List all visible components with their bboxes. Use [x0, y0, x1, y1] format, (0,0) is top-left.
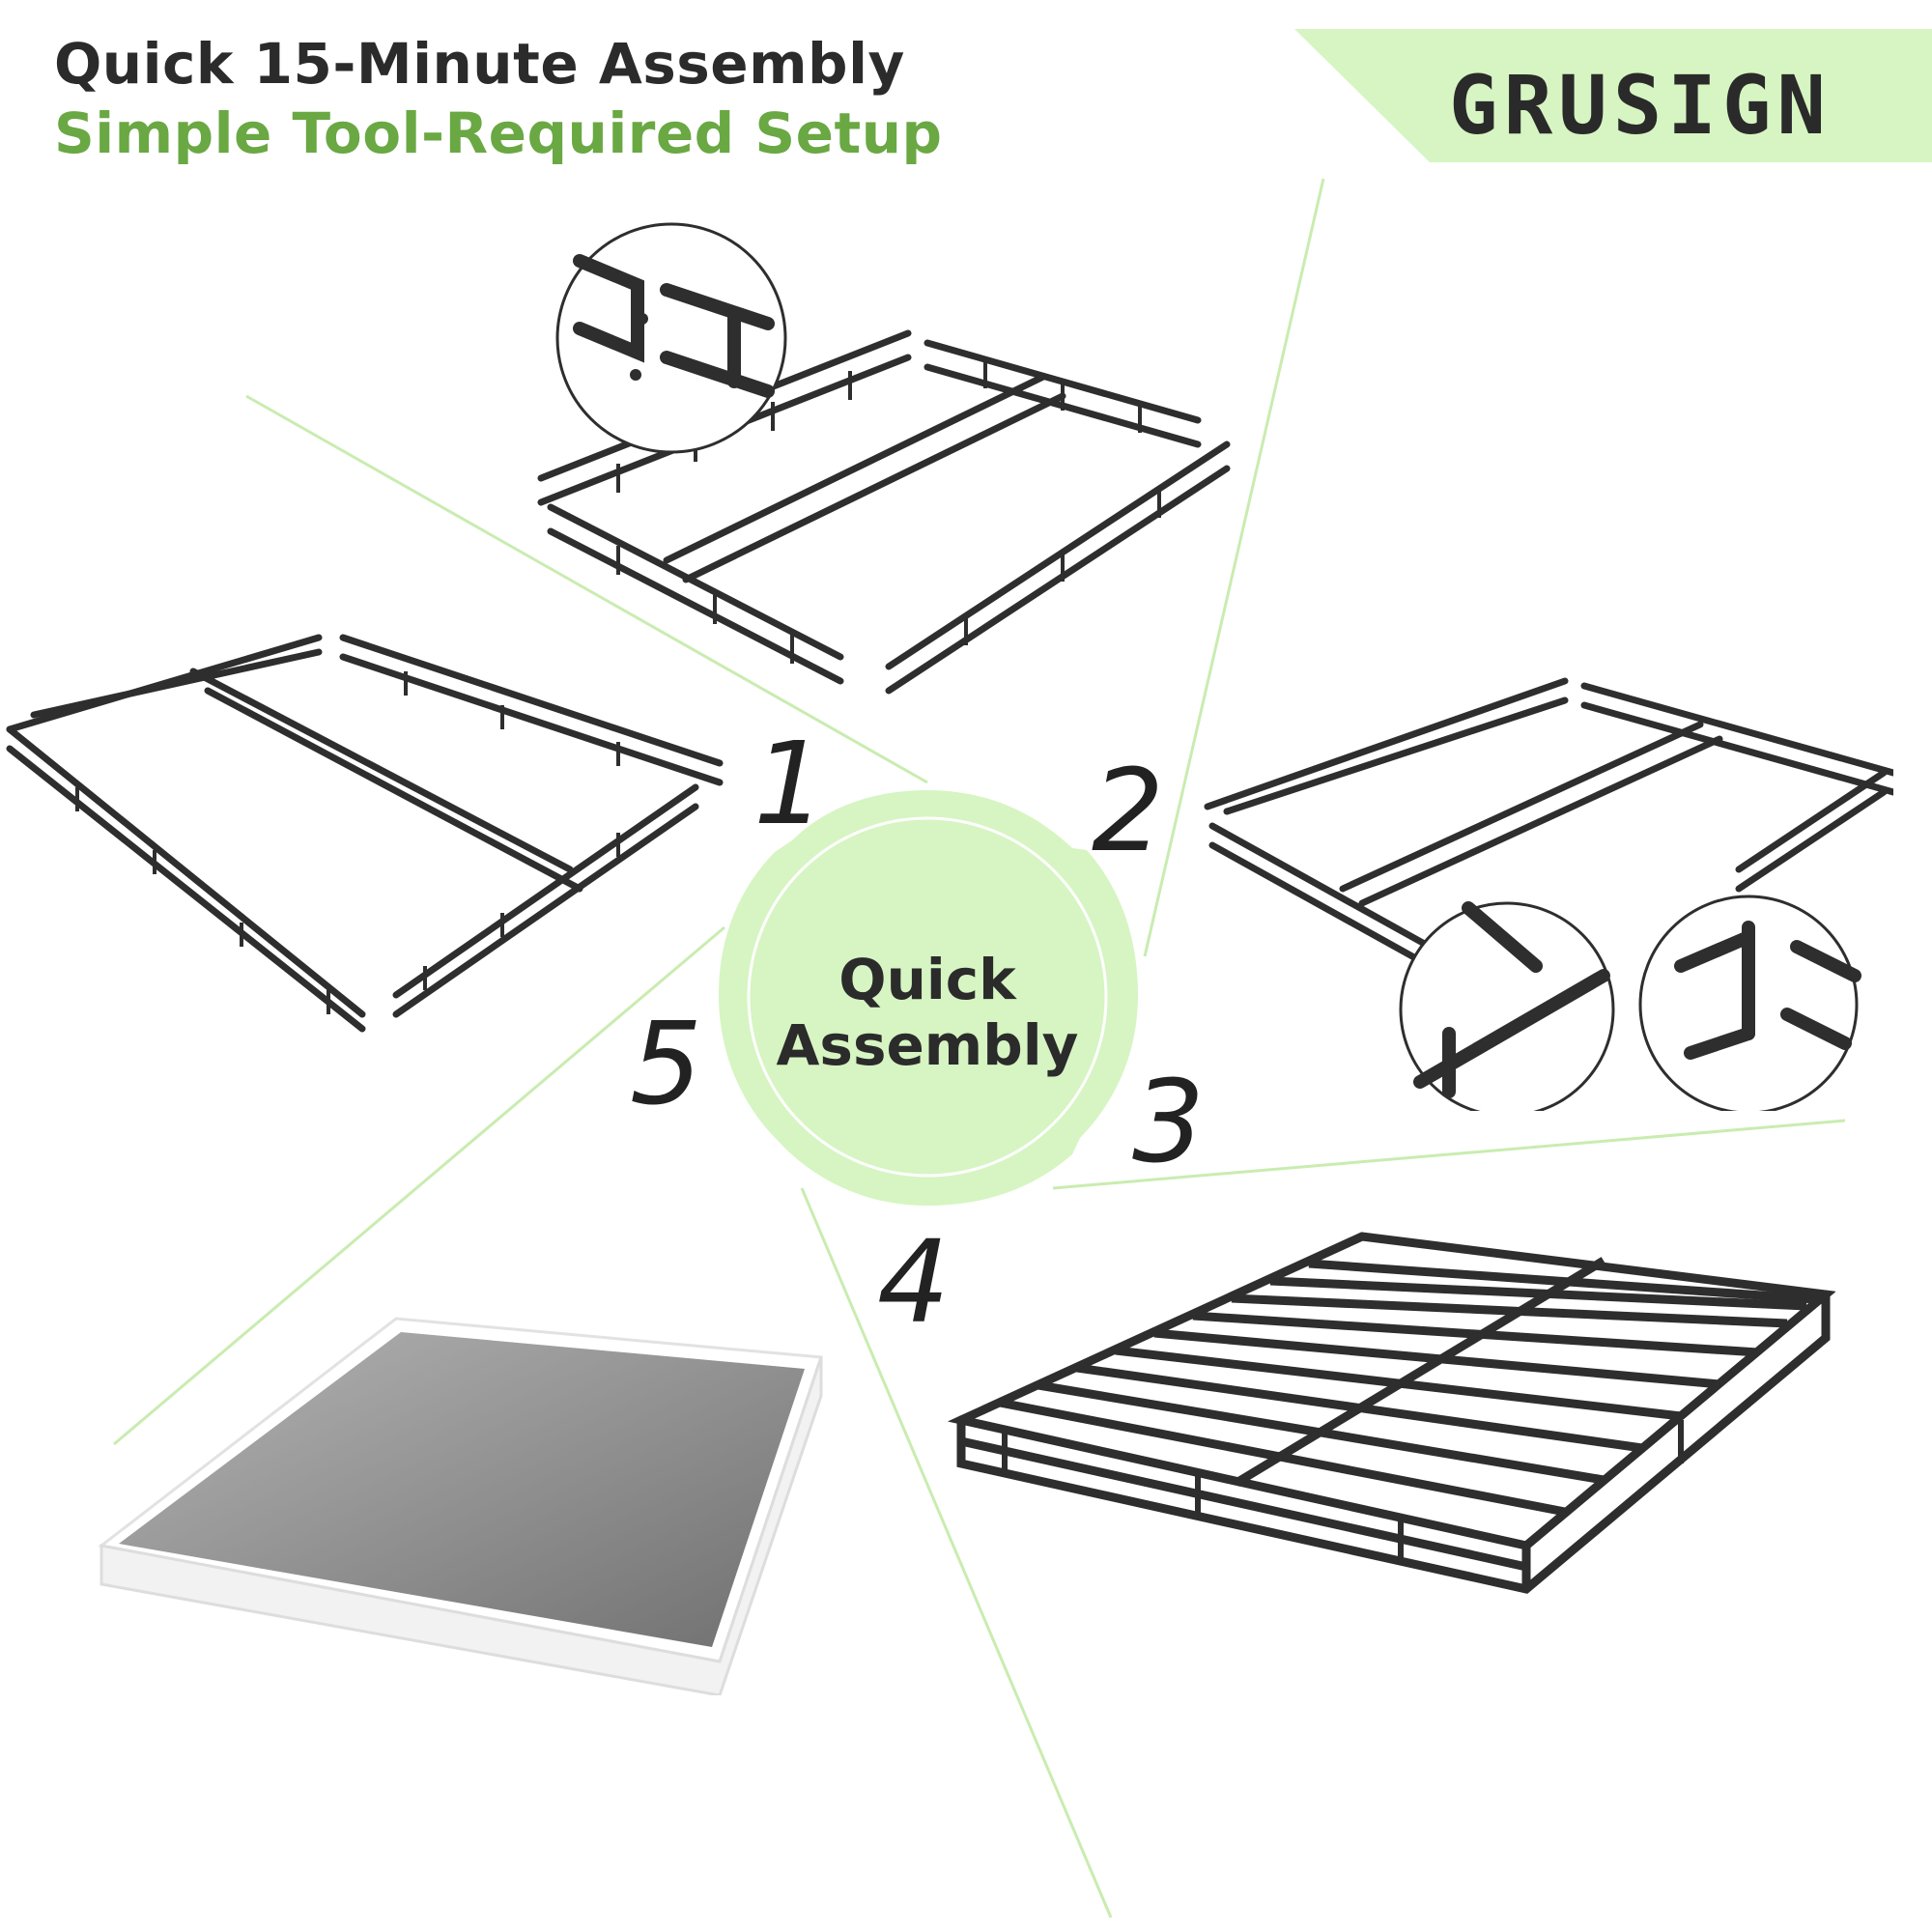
step-3-frame-illustration: [1204, 677, 1893, 1111]
step-2-frame-illustration: [537, 222, 1231, 695]
ray-1-2: [245, 394, 928, 784]
ray-4-5: [800, 1187, 1113, 1918]
step-4-frame-illustration: [947, 1232, 1835, 1594]
step-number-4: 4: [877, 1215, 951, 1349]
step-number-2: 2: [1092, 744, 1165, 877]
page-headline: Quick 15-Minute Assembly: [54, 31, 905, 97]
ray-5-1: [113, 925, 725, 1446]
step-number-1: 1: [753, 717, 827, 850]
ray-2-3: [1143, 178, 1325, 957]
step-5-foundation-illustration: [98, 1317, 824, 1695]
ray-3-4: [1052, 1119, 1846, 1190]
step-number-5: 5: [630, 997, 703, 1130]
center-hub-badge: [719, 790, 1138, 1206]
hub-title-line-1: Quick: [838, 947, 1016, 1012]
page-subheadline: Simple Tool-Required Setup: [54, 100, 943, 166]
brand-logo: GRUSIGN: [1449, 58, 1833, 153]
step-number-3: 3: [1132, 1055, 1206, 1188]
hub-title-line-2: Assembly: [776, 1012, 1079, 1078]
step-1-frame-illustration: [6, 634, 724, 1033]
